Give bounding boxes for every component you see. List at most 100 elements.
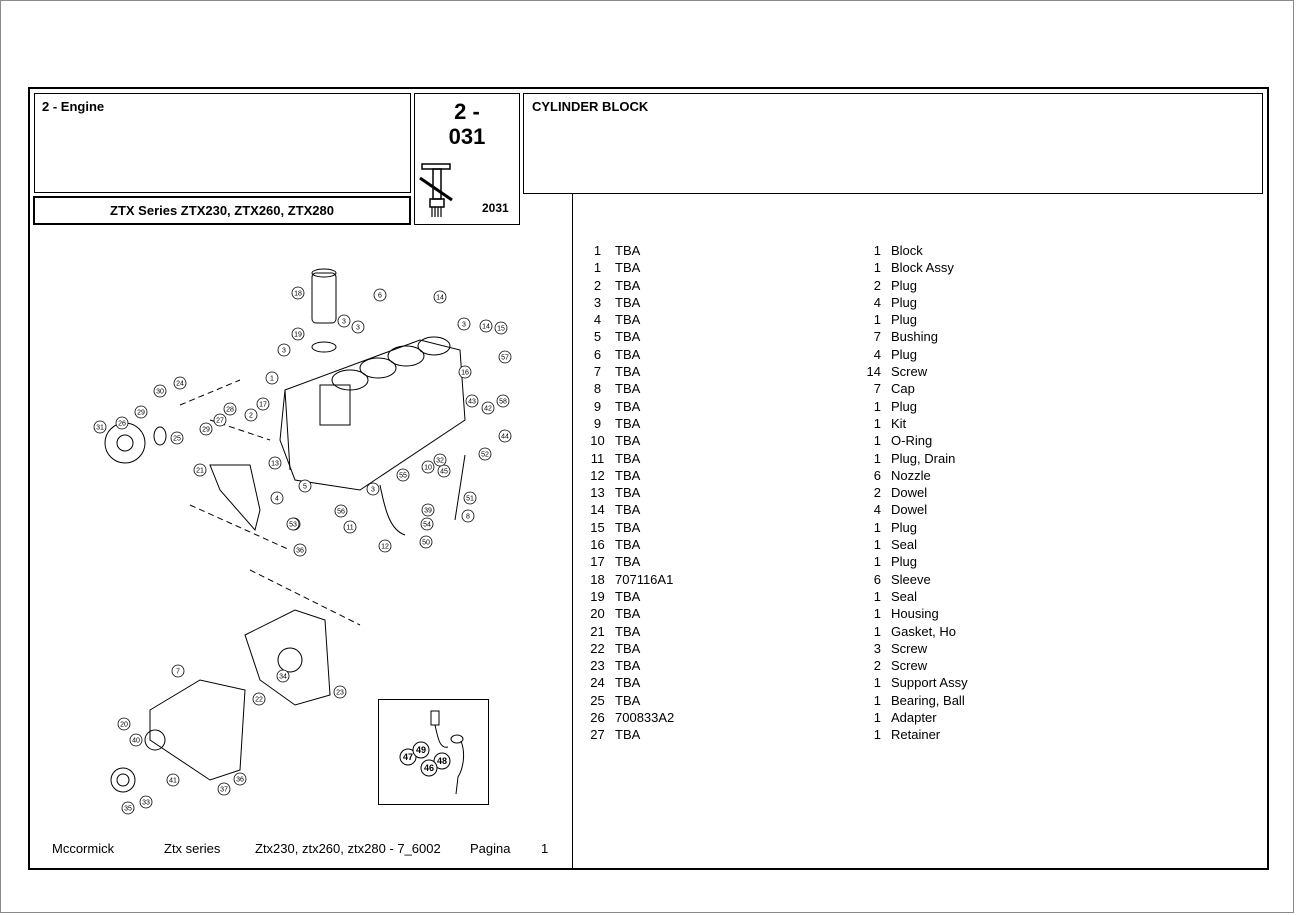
callout-55: 55 — [396, 468, 410, 482]
part-position: 7 — [593, 364, 602, 380]
callout-58: 58 — [496, 394, 510, 408]
callout-2: 2 — [244, 408, 258, 422]
callout-51: 51 — [463, 491, 477, 505]
part-description: Adapter — [891, 710, 937, 726]
callout-7: 7 — [171, 664, 185, 678]
callout-22: 22 — [252, 692, 266, 706]
callout-12: 12 — [378, 539, 392, 553]
callout-label: 14 — [436, 295, 444, 302]
callout-29: 29 — [134, 405, 148, 419]
part-code: TBA — [615, 588, 641, 604]
part-quantity: 1 — [873, 450, 881, 466]
callout-label: 28 — [226, 407, 234, 414]
callout-label: 34 — [279, 674, 287, 681]
part-description: Dowel — [891, 502, 928, 518]
part-position: 9 — [593, 415, 602, 431]
callout-13: 13 — [268, 456, 282, 470]
callout-label: 43 — [468, 399, 476, 406]
callout-19: 19 — [291, 327, 305, 341]
callout-label: 6 — [378, 293, 382, 300]
part-code: TBA — [615, 519, 641, 535]
callout-label: 58 — [499, 399, 507, 406]
part-description: Block Assy — [891, 260, 954, 276]
part-quantity: 1 — [873, 554, 881, 570]
callout-14: 14 — [479, 319, 493, 333]
part-description: Seal — [891, 588, 918, 604]
callout-28: 28 — [223, 402, 237, 416]
part-position: 10 — [590, 433, 605, 449]
section-title: 2 - Engine — [42, 99, 105, 114]
callout-label: 29 — [202, 427, 210, 434]
part-description: Gasket, Ho — [891, 623, 957, 639]
catalog-page — [28, 87, 1269, 870]
part-description: Plug — [891, 554, 918, 570]
callout-41: 41 — [166, 773, 180, 787]
model-box — [33, 196, 411, 225]
callout-42: 42 — [481, 401, 495, 415]
part-code: TBA — [615, 433, 641, 449]
callout-18: 18 — [291, 286, 305, 300]
inset-callout-label: 48 — [437, 756, 447, 766]
part-position: 18 — [590, 571, 605, 587]
group-code-number: 2031 — [482, 201, 509, 215]
part-code: TBA — [615, 623, 641, 639]
part-description: Cap — [891, 381, 915, 397]
inset-callout-49: 49 — [412, 741, 430, 759]
part-position: 15 — [590, 519, 605, 535]
part-description: Dowel — [891, 485, 928, 501]
part-quantity: 1 — [873, 675, 881, 691]
footer-brand: Mccormick — [52, 841, 115, 856]
part-quantity: 1 — [873, 260, 881, 276]
callout-label: 32 — [436, 458, 444, 465]
callout-label: 51 — [466, 496, 474, 503]
callout-23: 23 — [333, 685, 347, 699]
callout-label: 2 — [249, 413, 253, 420]
part-quantity: 1 — [873, 398, 881, 414]
part-code: 707116A1 — [615, 571, 674, 587]
part-position: 2 — [593, 277, 602, 293]
callout-label: 54 — [423, 522, 431, 529]
callout-37: 37 — [217, 782, 231, 796]
part-description: O-Ring — [891, 433, 933, 449]
part-code: TBA — [615, 329, 641, 345]
callout-21: 21 — [193, 463, 207, 477]
footer-models: Ztx230, ztx260, ztx280 - 7_6002 — [255, 841, 441, 856]
part-code: TBA — [615, 381, 641, 397]
callout-label: 17 — [259, 402, 267, 409]
callout-label: 7 — [176, 669, 180, 676]
part-code: TBA — [615, 364, 641, 380]
callout-label: 25 — [173, 436, 181, 443]
part-position: 14 — [590, 502, 605, 518]
callout-25: 25 — [170, 431, 184, 445]
part-code: TBA — [615, 277, 641, 293]
callout-label: 1 — [270, 376, 274, 383]
footer-page-number: 1 — [541, 841, 549, 856]
part-code: TBA — [615, 727, 641, 743]
inset-callout-label: 46 — [424, 763, 434, 773]
part-description: Seal — [891, 537, 918, 553]
callout-label: 53 — [289, 522, 297, 529]
part-quantity: 1 — [873, 312, 881, 328]
callout-54: 54 — [420, 517, 434, 531]
callout-39: 39 — [421, 503, 435, 517]
callout-26: 26 — [115, 416, 129, 430]
callout-17: 17 — [256, 397, 270, 411]
callout-label: 31 — [96, 425, 104, 432]
part-position: 23 — [590, 658, 605, 674]
inset-callout-47: 47 — [399, 748, 417, 766]
model-title: ZTX Series ZTX230, ZTX260, ZTX280 — [110, 203, 334, 218]
part-quantity: 4 — [873, 294, 881, 310]
callout-label: 40 — [132, 738, 140, 745]
part-quantity: 1 — [873, 692, 881, 708]
callout-label: 41 — [169, 778, 177, 785]
callout-20: 20 — [117, 717, 131, 731]
